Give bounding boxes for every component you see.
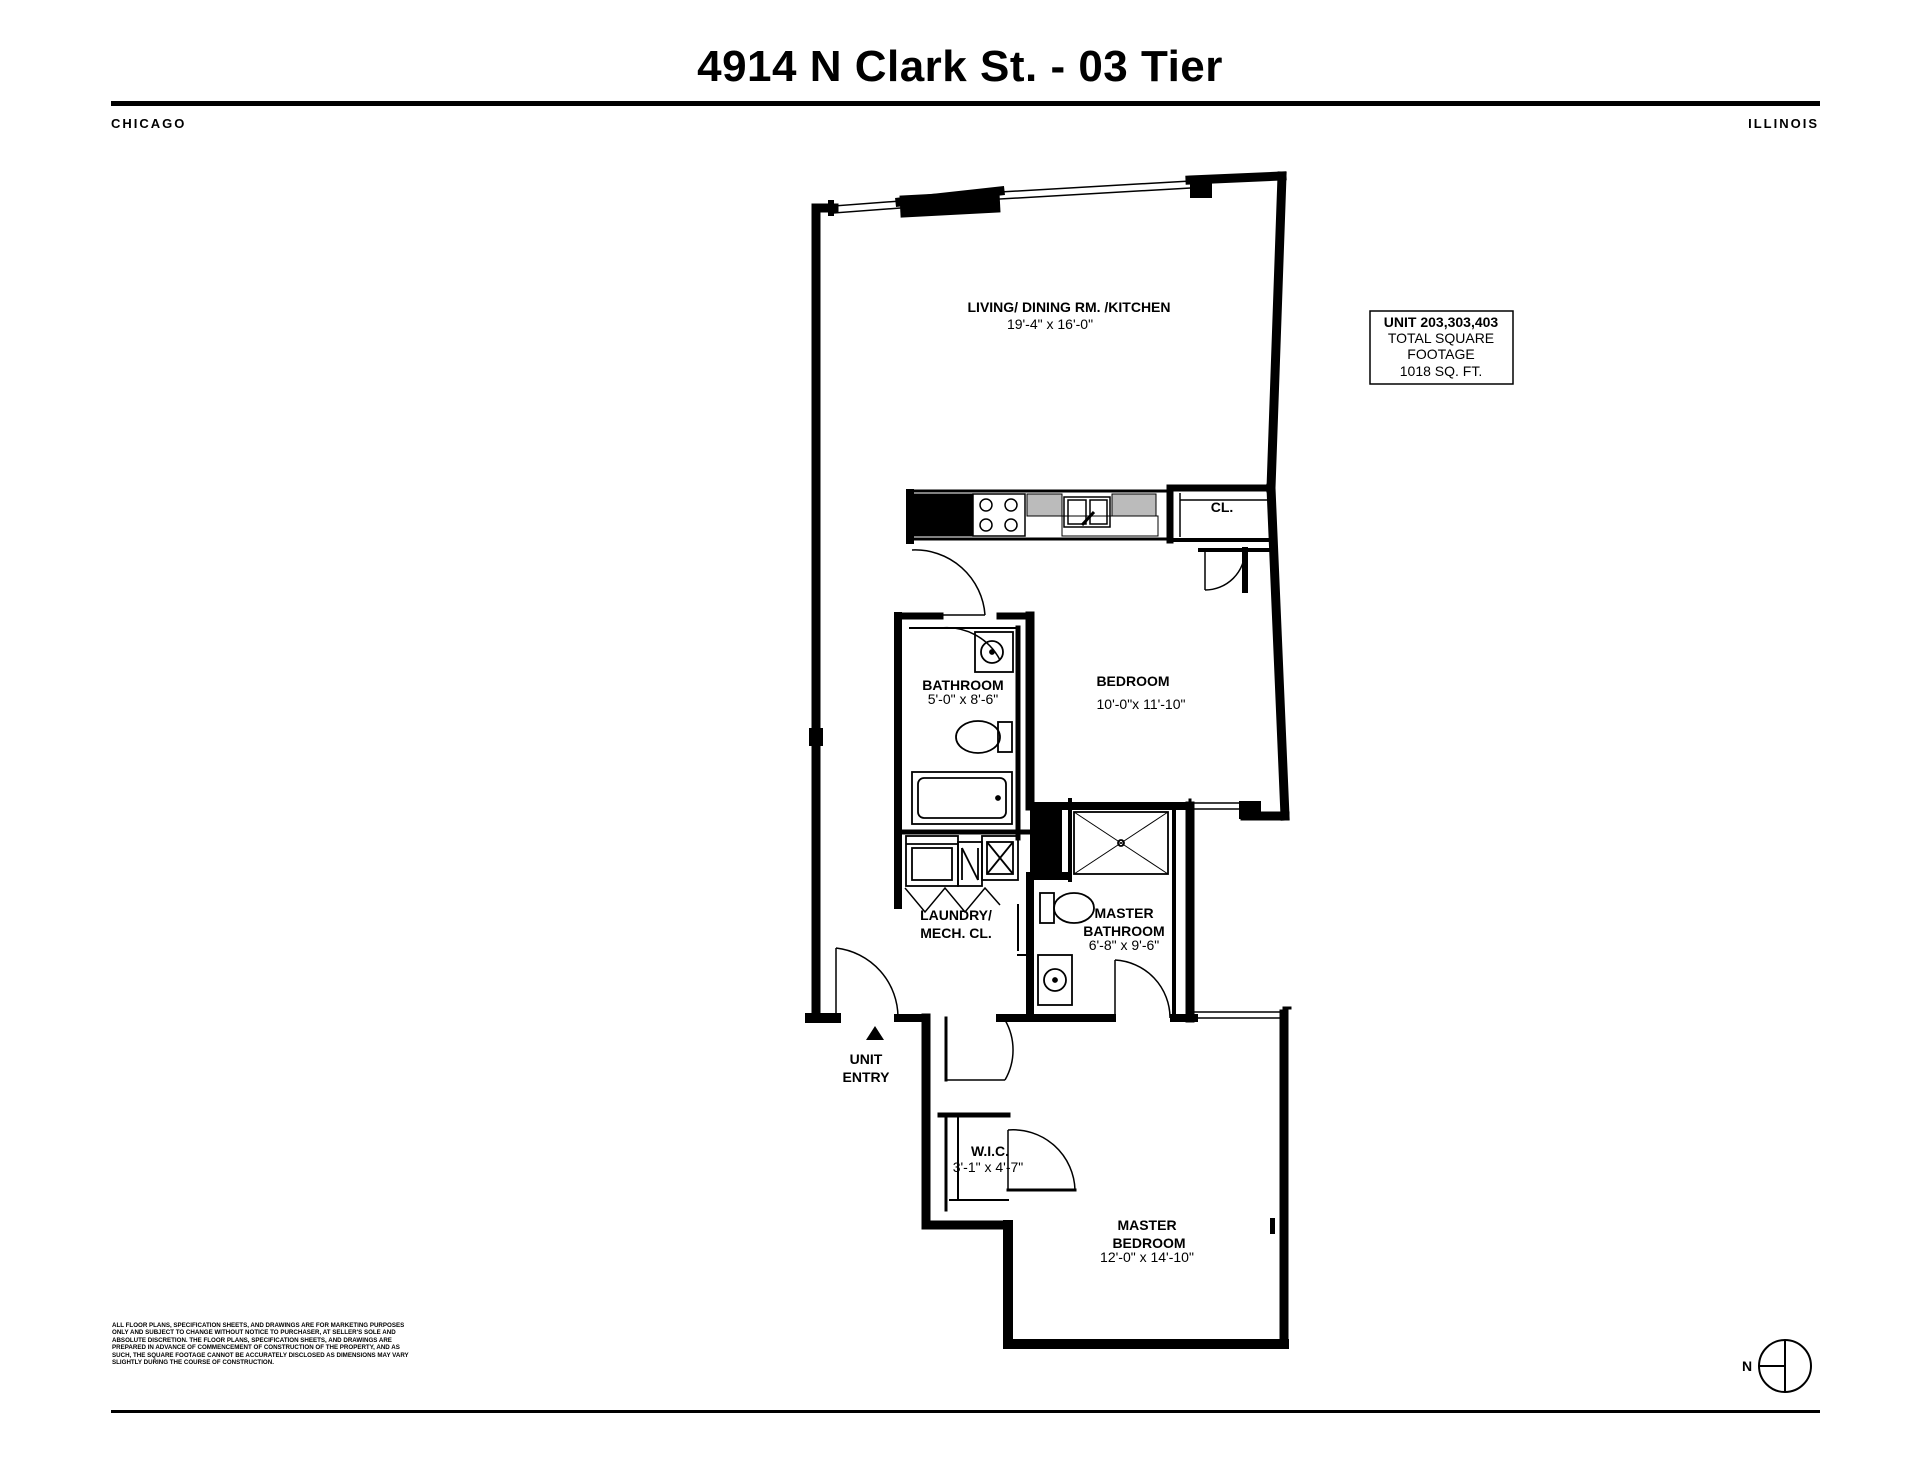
entry-arrow-icon [866, 1026, 884, 1040]
bathroom-label: BATHROOM [922, 677, 1003, 693]
laundry-label-1: LAUNDRY/ [920, 907, 992, 923]
living-room-label: LIVING/ DINING RM. /KITCHEN [968, 299, 1171, 315]
laundry-label-2: MECH. CL. [920, 925, 992, 941]
wic-label: W.I.C. [971, 1143, 1009, 1159]
header-rule [111, 101, 1820, 106]
bathtub-icon [911, 771, 1013, 825]
bedroom-dims: 10'-0"x 11'-10" [1097, 696, 1186, 712]
furnace-icon [981, 835, 1019, 881]
room-labels: LIVING/ DINING RM. /KITCHEN 19'-4" x 16'… [843, 299, 1234, 1265]
unit-footage-label: FOOTAGE [1407, 346, 1474, 362]
city-label: CHICAGO [111, 116, 187, 131]
master-bath-label-1: MASTER [1094, 905, 1153, 921]
master-sink-icon [1037, 954, 1073, 1006]
state-label: ILLINOIS [1748, 116, 1819, 131]
master-bath-label-2: BATHROOM [1083, 923, 1164, 939]
doors [835, 549, 1246, 1191]
sink-icon [1063, 496, 1111, 528]
bathroom-dims: 5'-0" x 8'-6" [928, 691, 999, 707]
master-bedroom-dims: 12'-0" x 14'-10" [1100, 1249, 1194, 1265]
unit-total-label: TOTAL SQUARE [1388, 330, 1494, 346]
cooktop-icon [972, 493, 1026, 537]
walls [805, 171, 1292, 1349]
shower-icon [1073, 811, 1169, 875]
bathroom-fixtures [905, 493, 1271, 1006]
entry-label-1: UNIT [850, 1051, 883, 1067]
washer-icon [905, 835, 959, 887]
footer-rule [111, 1410, 1820, 1413]
page-title: 4914 N Clark St. - 03 Tier [697, 42, 1223, 91]
north-label: N [1742, 1358, 1752, 1374]
water-heater-icon [957, 841, 983, 887]
master-toilet-icon [1039, 892, 1095, 924]
master-bedroom-label-2: BEDROOM [1112, 1235, 1185, 1251]
unit-square-feet: 1018 SQ. FT. [1400, 363, 1482, 379]
unit-info-box: UNIT 203,303,403 TOTAL SQUARE FOOTAGE 10… [1369, 310, 1514, 385]
living-room-dims: 19'-4" x 16'-0" [1007, 316, 1093, 332]
closet-label: CL. [1211, 499, 1234, 515]
wic-dims: 3'-1" x 4'-7" [953, 1159, 1024, 1175]
disclaimer-text: ALL FLOOR PLANS, SPECIFICATION SHEETS, A… [112, 1322, 409, 1367]
kitchen-counter [908, 489, 1172, 541]
bedroom-label: BEDROOM [1096, 673, 1169, 689]
entry-label-2: ENTRY [843, 1069, 891, 1085]
unit-numbers: UNIT 203,303,403 [1384, 314, 1499, 330]
toilet-icon [955, 720, 1013, 754]
master-bath-dims: 6'-8" x 9'-6" [1089, 937, 1160, 953]
window-frames [828, 178, 1212, 218]
north-arrow-icon [1758, 1339, 1812, 1393]
master-bedroom-label-1: MASTER [1117, 1217, 1176, 1233]
vanity-sink-icon [974, 631, 1014, 673]
